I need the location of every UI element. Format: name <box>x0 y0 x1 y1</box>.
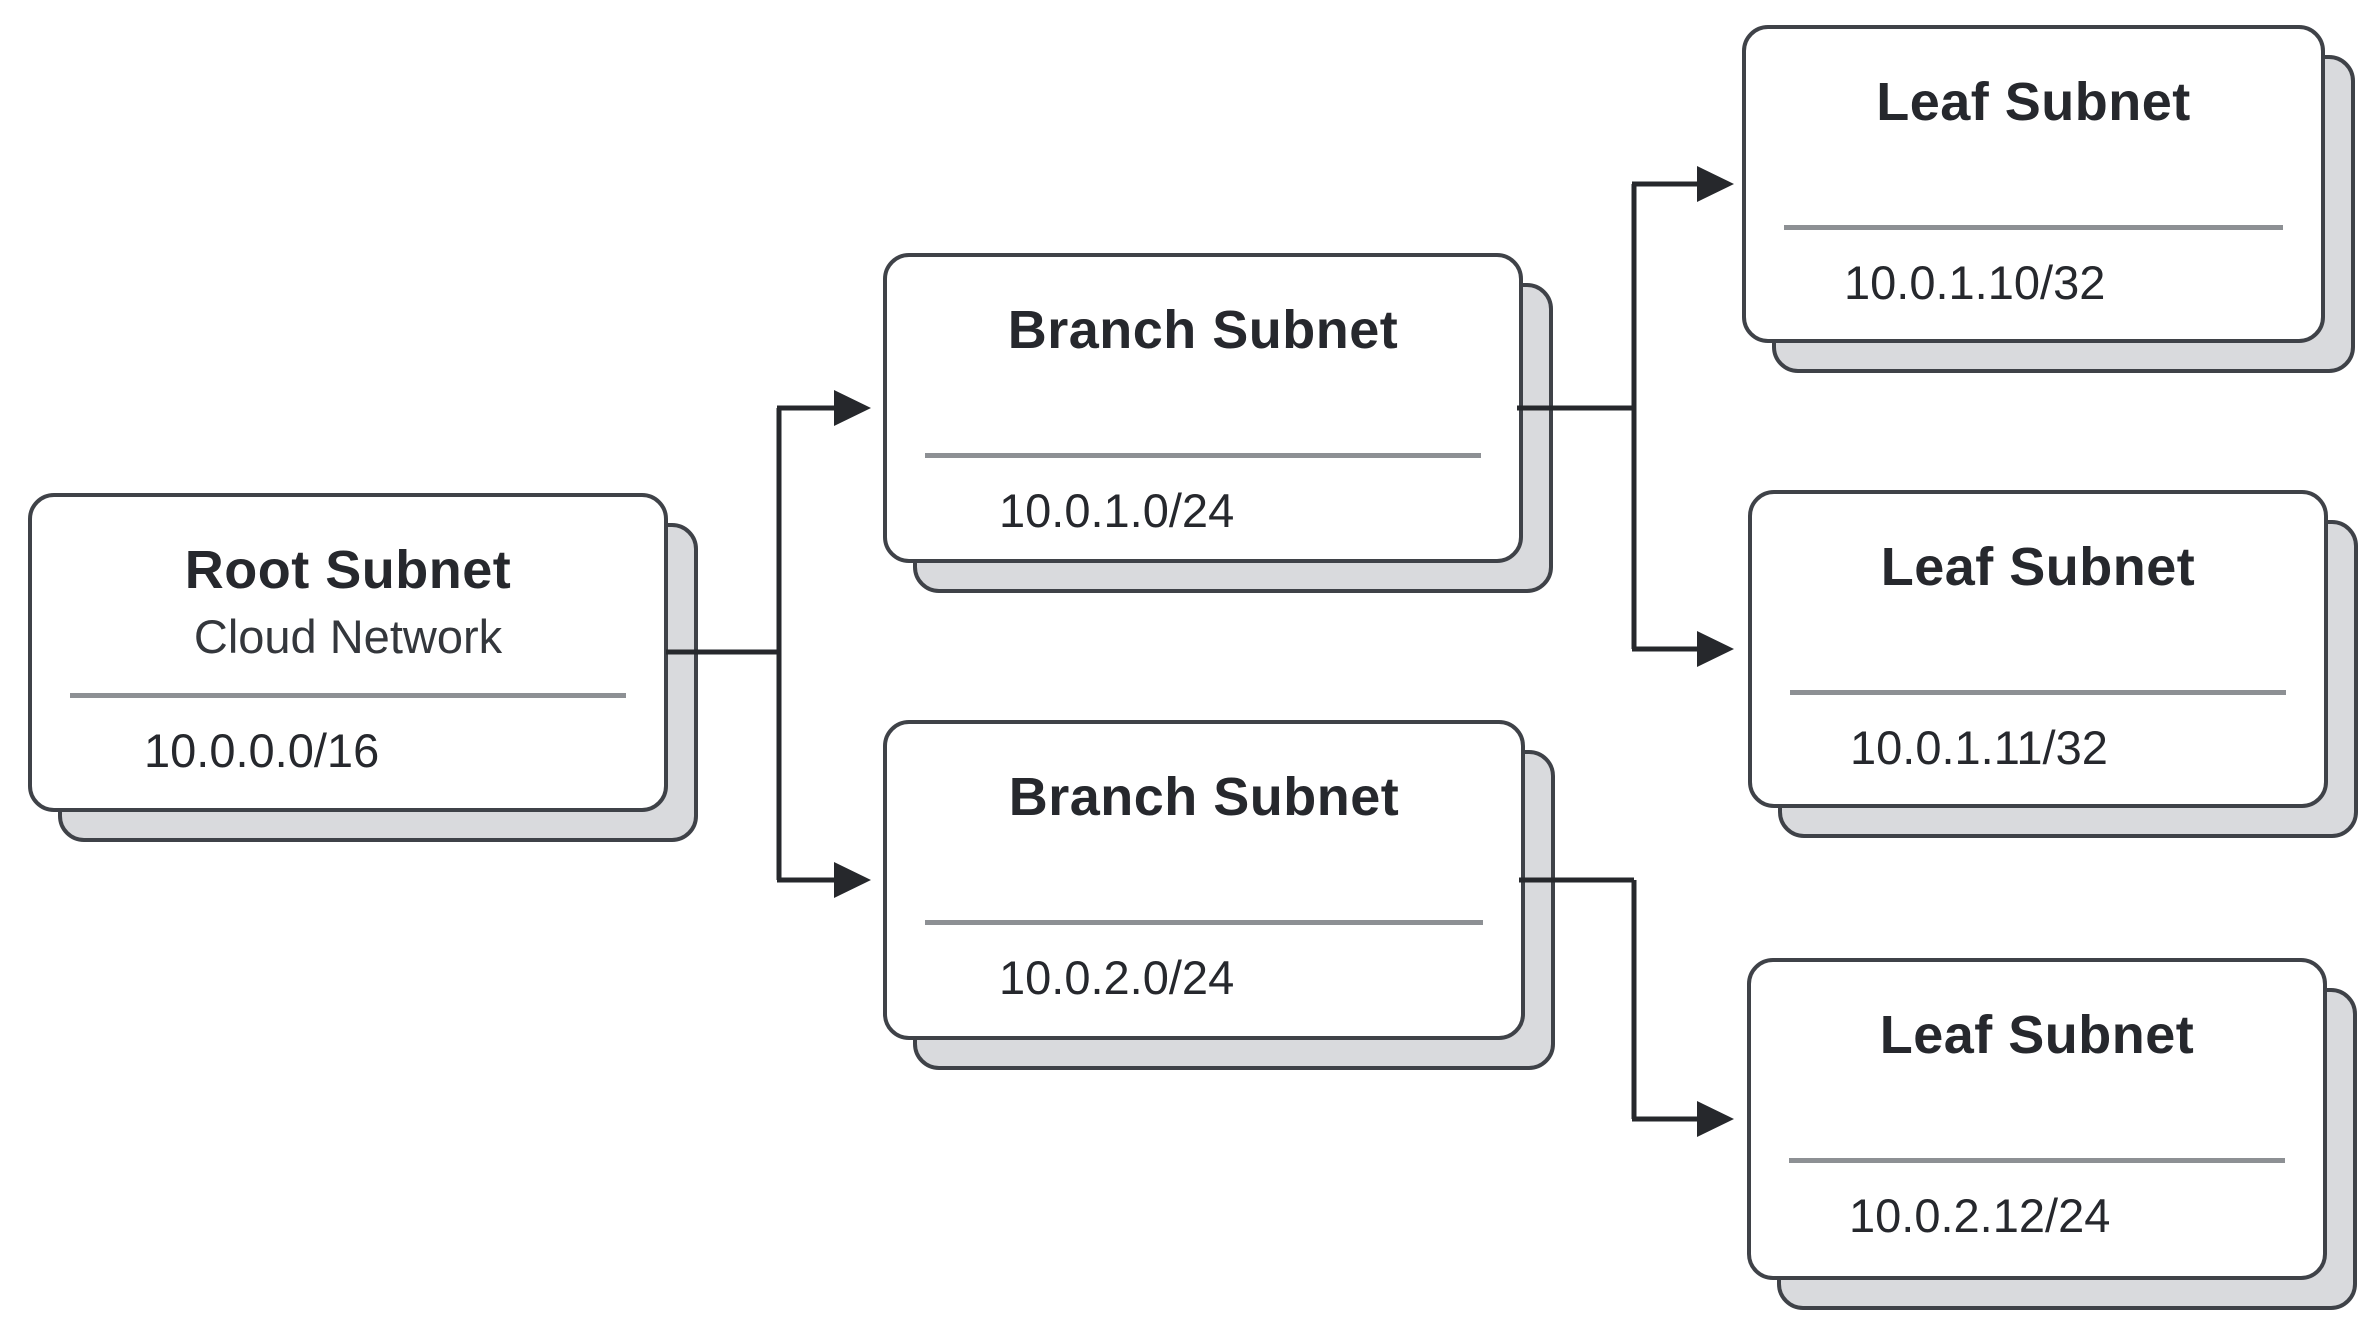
card-title: Branch Subnet <box>1007 300 1399 360</box>
card-title: Root Subnet <box>184 540 512 600</box>
card-title: Leaf Subnet <box>1879 1005 2195 1065</box>
card-face: Branch Subnet 10.0.1.0/24 <box>883 253 1523 563</box>
card-face: Leaf Subnet 10.0.1.11/32 <box>1748 490 2328 808</box>
card-divider <box>70 693 626 698</box>
card-divider <box>925 920 1483 925</box>
arrowhead-icon <box>834 862 871 898</box>
arrowhead-icon <box>1697 166 1734 202</box>
card-face: Branch Subnet 10.0.2.0/24 <box>883 720 1525 1040</box>
card-cidr: 10.0.1.11/32 <box>1850 721 2108 774</box>
card-divider <box>1790 690 2286 695</box>
node-leaf-subnet-2: Leaf Subnet 10.0.1.11/32 <box>1748 490 2358 838</box>
card-cidr: 10.0.0.0/16 <box>144 724 380 777</box>
arrowhead-icon <box>1697 1101 1734 1137</box>
card-subtitle: Cloud Network <box>193 610 503 663</box>
card-cidr: 10.0.2.0/24 <box>999 951 1235 1004</box>
node-root-subnet: Root Subnet Cloud Network 10.0.0.0/16 <box>28 493 698 842</box>
card-title: Leaf Subnet <box>1880 537 2196 597</box>
card-cidr: 10.0.1.10/32 <box>1844 256 2106 309</box>
card-face: Leaf Subnet 10.0.2.12/24 <box>1747 958 2327 1280</box>
card-title: Branch Subnet <box>1008 767 1400 827</box>
node-leaf-subnet-1: Leaf Subnet 10.0.1.10/32 <box>1742 25 2355 373</box>
card-cidr: 10.0.2.12/24 <box>1849 1189 2111 1242</box>
card-face: Leaf Subnet 10.0.1.10/32 <box>1742 25 2325 343</box>
node-branch-subnet-2: Branch Subnet 10.0.2.0/24 <box>883 720 1555 1070</box>
arrowhead-icon <box>834 390 871 426</box>
card-divider <box>1784 225 2283 230</box>
arrowhead-icon <box>1697 631 1734 667</box>
node-leaf-subnet-3: Leaf Subnet 10.0.2.12/24 <box>1747 958 2357 1310</box>
node-branch-subnet-1: Branch Subnet 10.0.1.0/24 <box>883 253 1553 593</box>
card-face: Root Subnet Cloud Network 10.0.0.0/16 <box>28 493 668 812</box>
card-divider <box>1789 1158 2285 1163</box>
card-title: Leaf Subnet <box>1876 72 2191 132</box>
card-divider <box>925 453 1481 458</box>
card-cidr: 10.0.1.0/24 <box>999 484 1235 537</box>
